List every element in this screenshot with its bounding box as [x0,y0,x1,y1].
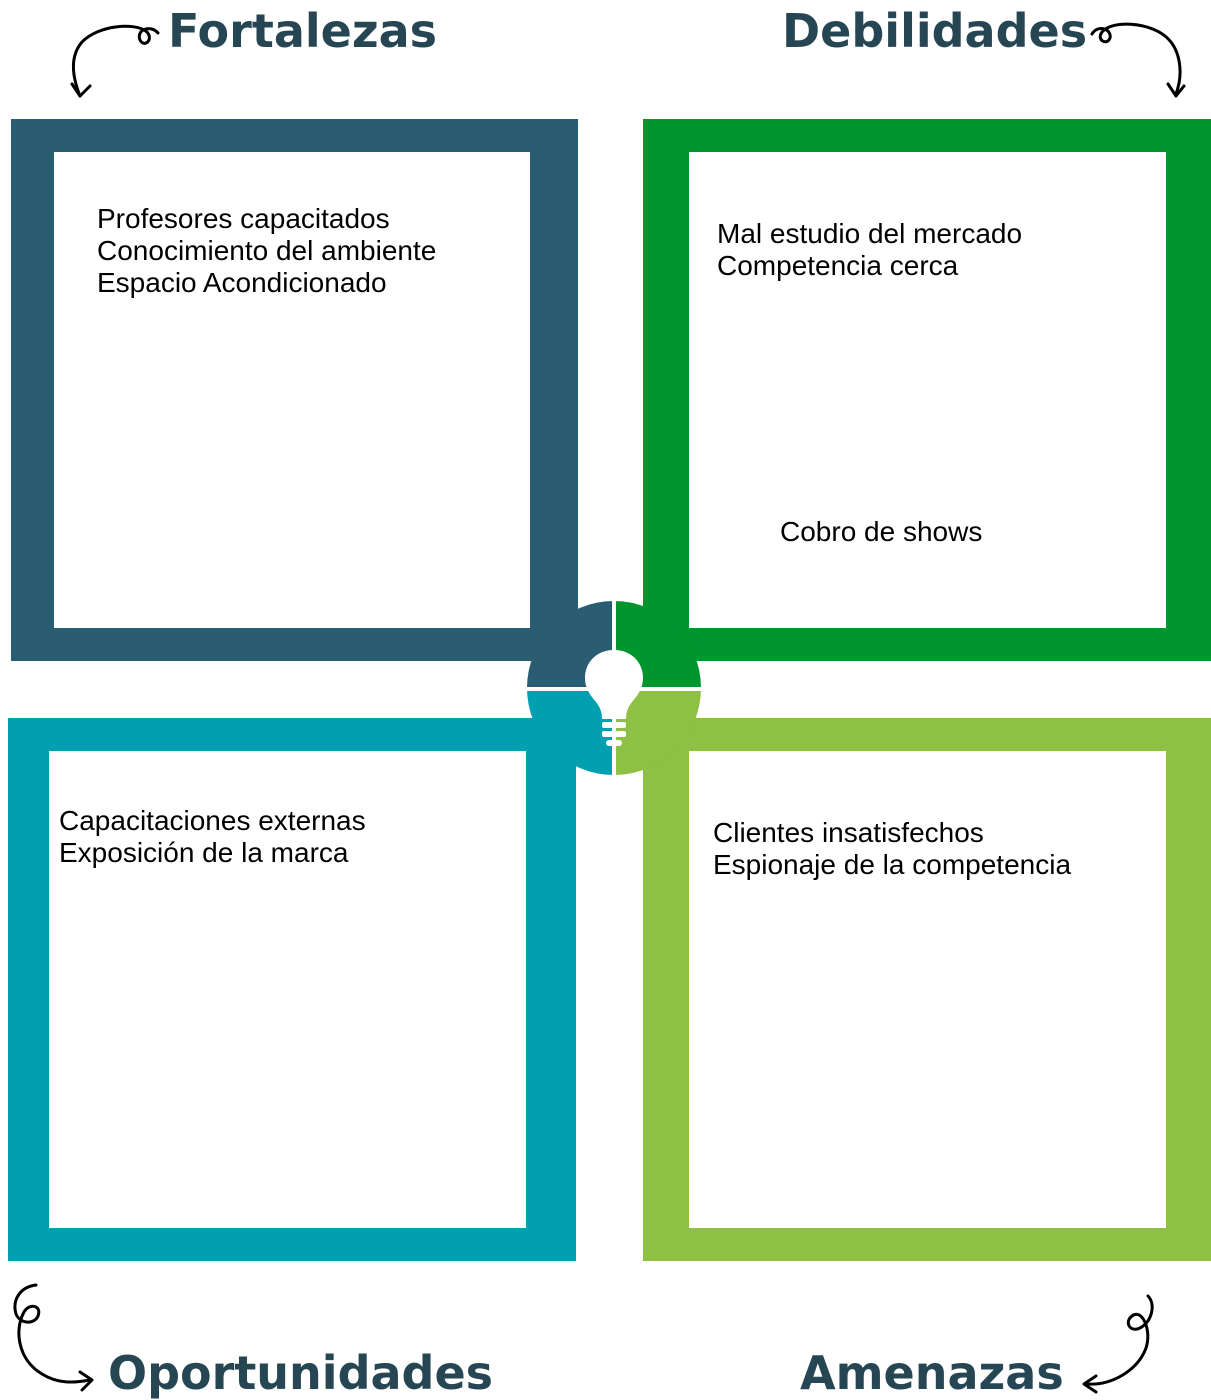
quadrant-fortalezas-content [54,152,530,628]
quadrant-oportunidades [8,718,576,1261]
list-item: Espacio Acondicionado [97,267,387,298]
quadrant-amenazas [643,718,1211,1261]
list-item: Competencia cerca [717,250,959,281]
oportunidades-list: Capacitaciones externas Exposición de la… [59,805,366,869]
quadrant-amenazas-content [689,751,1166,1228]
quadrant-oportunidades-content [49,751,526,1228]
curly-arrow-icon [70,24,160,98]
list-item: Conocimiento del ambiente [97,235,437,266]
list-item: Mal estudio del mercado [717,218,1023,249]
heading-fortalezas: Fortalezas [168,4,438,58]
heading-amenazas: Amenazas [800,1346,1064,1400]
curly-arrow-icon [1082,1294,1154,1394]
list-item: Exposición de la marca [59,837,349,868]
amenazas-list: Clientes insatisfechos Espionaje de la c… [713,817,1071,881]
heading-oportunidades: Oportunidades [108,1346,494,1400]
list-item: Profesores capacitados [97,203,390,234]
list-item: Clientes insatisfechos [713,817,984,848]
lightbulb-icon [585,650,643,746]
curly-arrow-icon [1090,22,1186,98]
curly-arrow-icon [13,1283,94,1392]
quadrant-fortalezas [11,119,578,661]
list-item: Espionaje de la competencia [713,849,1072,880]
debilidades-extra-item: Cobro de shows [780,516,983,547]
debilidades-list: Mal estudio del mercado Competencia cerc… [717,218,1022,282]
heading-debilidades: Debilidades [782,4,1088,58]
quadrant-debilidades [643,119,1211,661]
quadrant-debilidades-content [689,152,1166,628]
list-item: Capacitaciones externas [59,805,366,836]
fortalezas-list: Profesores capacitados Conocimiento del … [97,203,436,299]
